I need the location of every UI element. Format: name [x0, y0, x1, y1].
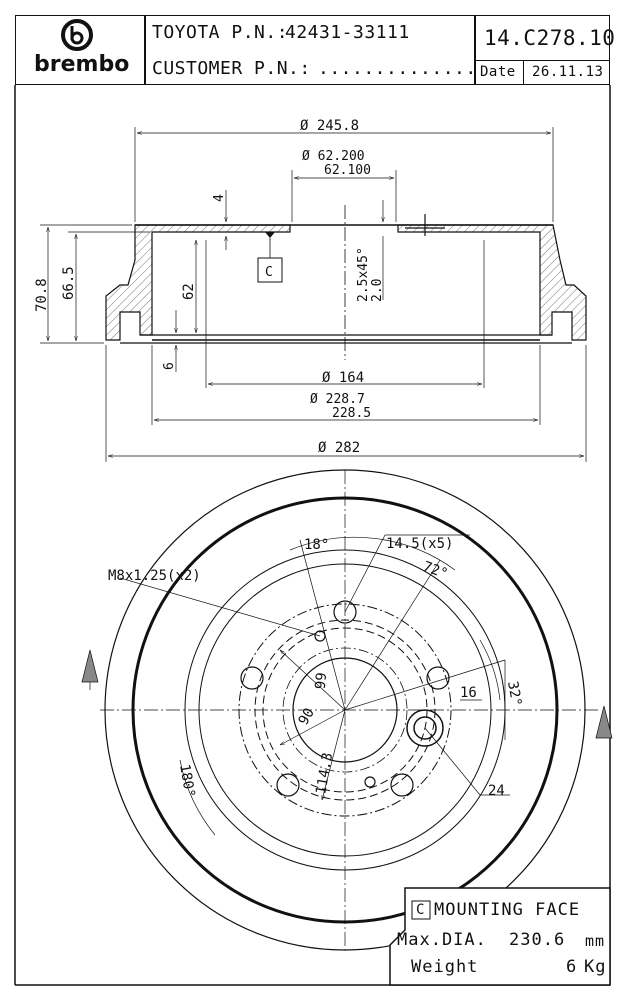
date-value-cell	[523, 60, 610, 85]
dim-lip: 6	[162, 362, 177, 370]
dim-24: 24	[488, 783, 505, 799]
weight-label: Weight	[411, 957, 479, 977]
datum-c-box: C	[416, 902, 426, 918]
dim-depth: 62	[181, 283, 197, 300]
plan-dimension-lines	[81, 534, 613, 836]
dim-height-total: 70.8	[34, 278, 50, 312]
dim-height-inner: 66.5	[61, 266, 77, 300]
dim-282: Ø 282	[318, 440, 360, 456]
brembo-logo-icon	[61, 19, 93, 51]
customer-pn-dots: ..............	[318, 58, 477, 79]
dim-drum-max: Ø 228.7	[310, 392, 365, 407]
dim-outer-top: Ø 245.8	[300, 118, 359, 134]
toyota-pn-value: 42431-33111	[285, 22, 410, 43]
mounting-face-label: MOUNTING FACE	[434, 900, 581, 920]
thread-spec: M8x1.25(x2)	[108, 568, 201, 584]
dim-66: 66	[311, 672, 328, 690]
weight-unit: Kg	[584, 957, 607, 977]
angle-32: 32°	[504, 680, 524, 708]
dim-bore-max: Ø 62.200	[302, 149, 365, 164]
brand-name: brembo	[34, 52, 130, 77]
dim-drum-min: 228.5	[332, 406, 371, 421]
dim-chamfer-a: 2.5x45°	[356, 247, 371, 302]
dim-90: 90	[296, 705, 318, 728]
angle-180: 180°	[176, 763, 198, 799]
dim-flange: 4	[212, 194, 227, 202]
pn-cell	[145, 15, 475, 85]
dim-164: Ø 164	[322, 370, 364, 386]
dim-16: 16	[460, 685, 477, 701]
max-dia-unit: mm	[585, 932, 606, 950]
toyota-pn-label: TOYOTA P.N.:	[152, 22, 289, 43]
dim-chamfer-b: 2.0	[370, 279, 385, 302]
angle-18: 18°	[304, 537, 329, 553]
max-dia-value: 230.6	[509, 930, 566, 950]
date-value: 26.11.13	[532, 64, 604, 80]
max-dia-label: Max.DIA.	[397, 930, 487, 950]
section-dimensions	[40, 127, 587, 462]
hole-spec: 14.5(x5)	[386, 536, 453, 552]
weight-value: 6	[566, 957, 578, 977]
dim-114: 114.3	[313, 751, 336, 795]
part-number: 14.C278.10	[484, 26, 616, 50]
date-label: Date	[480, 64, 516, 80]
customer-pn-label: CUSTOMER P.N.:	[152, 58, 311, 79]
dim-bore-min: 62.100	[324, 163, 371, 178]
drum-cross-section	[105, 205, 587, 360]
datum-c-label: C	[265, 265, 273, 280]
